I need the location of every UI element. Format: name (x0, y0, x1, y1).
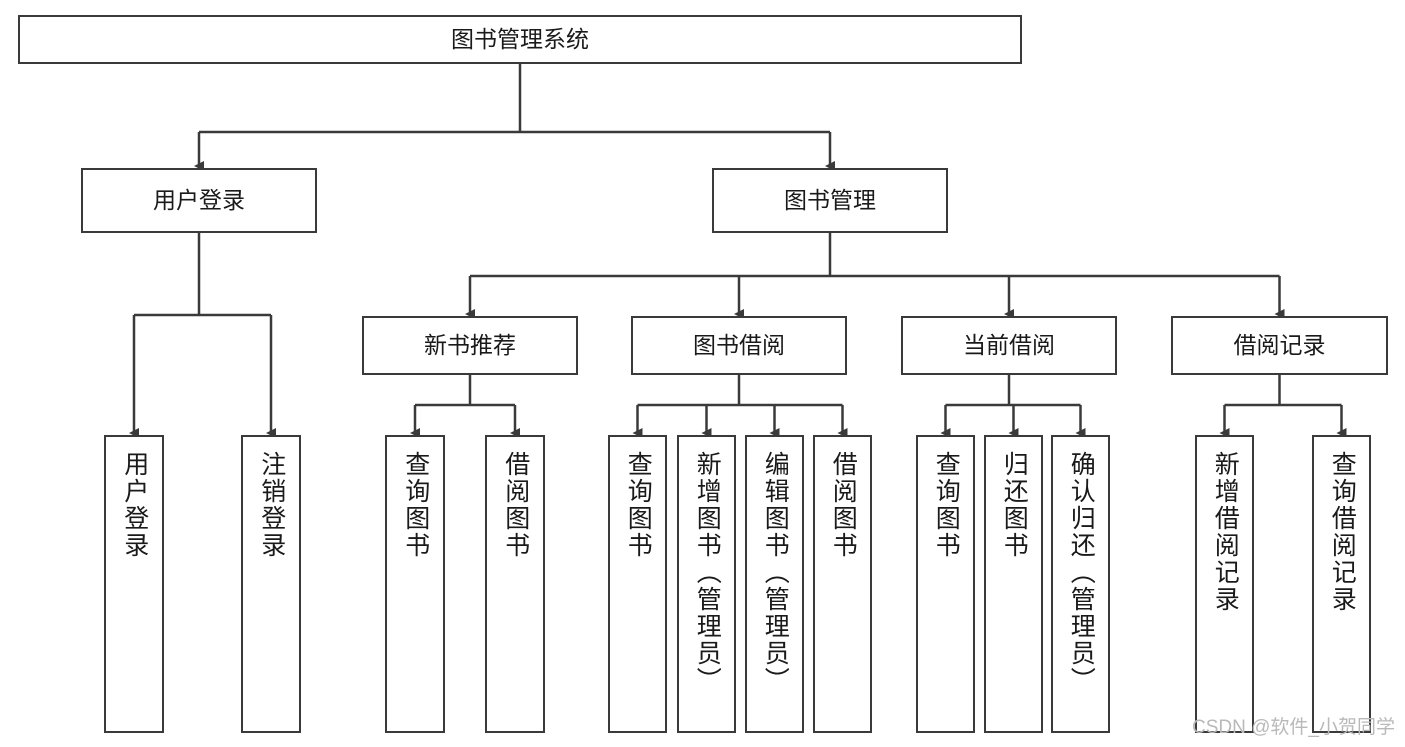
node-label: 确认归还（管理员） (1067, 451, 1096, 694)
node-label: 图书管理 (784, 187, 876, 214)
node-label: 查询借阅记录 (1328, 451, 1357, 613)
node-label: 借阅记录 (1233, 332, 1326, 359)
node-leaf-borrow-query[interactable]: 查询图书 (608, 435, 667, 733)
node-label: 借阅图书 (501, 451, 530, 559)
node-leaf-borrow-lend[interactable]: 借阅图书 (813, 435, 872, 733)
node-label: 查询图书 (624, 451, 653, 559)
node-borrow[interactable]: 图书借阅 (631, 316, 847, 375)
node-current[interactable]: 当前借阅 (901, 316, 1117, 375)
node-label: 查询图书 (932, 451, 961, 559)
node-leaf-user-logout[interactable]: 注销登录 (241, 435, 301, 733)
node-label: 编辑图书（管理员） (761, 451, 790, 694)
node-label: 新增借阅记录 (1211, 451, 1240, 613)
node-label: 查询图书 (401, 451, 430, 559)
node-label: 借阅图书 (829, 451, 858, 559)
node-leaf-user-login[interactable]: 用户登录 (104, 435, 164, 733)
node-label: 当前借阅 (963, 332, 1055, 359)
node-root[interactable]: 图书管理系统 (18, 15, 1022, 64)
node-label: 新增图书（管理员） (693, 451, 722, 694)
connector-lines (129, 64, 1347, 438)
node-records[interactable]: 借阅记录 (1171, 316, 1388, 375)
node-label: 图书借阅 (693, 332, 785, 359)
node-label: 用户登录 (120, 451, 149, 559)
node-leaf-rec-query[interactable]: 查询借阅记录 (1312, 435, 1371, 733)
node-leaf-cur-return[interactable]: 归还图书 (984, 435, 1043, 733)
node-leaf-new-query[interactable]: 查询图书 (385, 435, 445, 733)
node-leaf-rec-add[interactable]: 新增借阅记录 (1195, 435, 1254, 733)
node-newbook[interactable]: 新书推荐 (362, 316, 578, 375)
node-label: 新书推荐 (424, 332, 516, 359)
node-label: 图书管理系统 (451, 26, 589, 53)
node-label: 注销登录 (257, 451, 286, 559)
node-leaf-new-borrow[interactable]: 借阅图书 (485, 435, 545, 733)
node-leaf-borrow-add[interactable]: 新增图书（管理员） (677, 435, 736, 733)
node-leaf-borrow-edit[interactable]: 编辑图书（管理员） (745, 435, 804, 733)
node-label: 用户登录 (153, 187, 245, 214)
node-leaf-cur-confirm[interactable]: 确认归还（管理员） (1051, 435, 1110, 733)
node-label: 归还图书 (1000, 451, 1029, 559)
node-leaf-cur-query[interactable]: 查询图书 (916, 435, 975, 733)
node-bookmgmt[interactable]: 图书管理 (712, 168, 948, 233)
node-login[interactable]: 用户登录 (81, 168, 317, 233)
